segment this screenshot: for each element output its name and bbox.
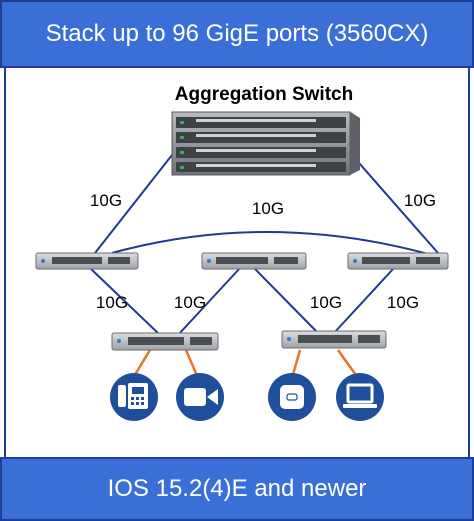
footer-banner: IOS 15.2(4)E and newer (0, 457, 474, 521)
access-switch-left (111, 332, 219, 351)
access-links (131, 349, 360, 379)
ip-phone-icon (110, 373, 158, 421)
aggregation-switch (171, 111, 360, 176)
link-speed-label: 10G (252, 199, 284, 218)
switch-left (35, 252, 139, 270)
switch-right (347, 252, 449, 270)
footer-text: IOS 15.2(4)E and newer (107, 475, 367, 502)
link-speed-label: 10G (404, 191, 436, 210)
link-right-sw2 (333, 267, 395, 334)
link-left-right-arc (111, 231, 433, 256)
wireless-ap-icon (268, 373, 316, 421)
uplinks (89, 154, 439, 336)
link-left-sw1 (89, 267, 161, 336)
link-speed-label: 10G (96, 293, 128, 312)
switch-middle (201, 252, 307, 270)
link-speed-label: 10G (90, 191, 122, 210)
header-banner: Stack up to 96 GigE ports (3560CX) (0, 0, 474, 68)
access-link-camera (184, 349, 200, 379)
link-mid-sw2 (253, 267, 319, 334)
aggregation-switch-label: Aggregation Switch (175, 84, 353, 105)
access-switch-right (281, 330, 387, 349)
laptop-icon (336, 373, 384, 421)
header-title: Stack up to 96 GigE ports (3560CX) (45, 20, 429, 47)
link-speed-label: 10G (387, 293, 419, 312)
diagram-frame (4, 66, 470, 459)
link-agg-right (351, 154, 439, 254)
link-mid-sw1 (177, 267, 241, 336)
access-link-laptop (336, 349, 360, 379)
link-speed-label: 10G (174, 293, 206, 312)
video-camera-icon (176, 373, 224, 421)
link-speed-label: 10G (310, 293, 342, 312)
link-agg-left (94, 154, 173, 254)
